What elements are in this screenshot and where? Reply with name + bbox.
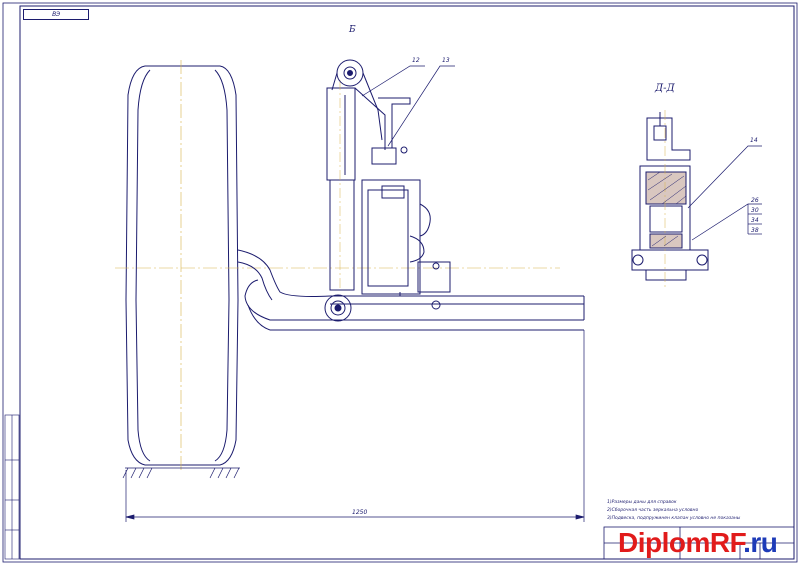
callout-14: 14 xyxy=(750,137,758,144)
wheel xyxy=(125,65,239,466)
callout-34: 34 xyxy=(751,217,759,224)
ground-hatch xyxy=(122,467,240,479)
callout-38: 38 xyxy=(751,227,759,234)
note-line-1: 1)Размеры даны для справок xyxy=(607,500,677,505)
note-line-2: 2)Сборочная часть зеркальна условно xyxy=(607,508,699,513)
section-d-d-label: Д-Д xyxy=(655,83,675,94)
note-line-3: 3)Подвеска, подпружинен клапан условно н… xyxy=(607,516,741,521)
drawing-frame xyxy=(19,5,795,560)
dimension-1250 xyxy=(125,330,585,522)
title-block xyxy=(603,526,795,560)
callout-30: 30 xyxy=(751,207,759,214)
watermark-part-1: Diplom xyxy=(618,527,710,558)
dimension-value: 1250 xyxy=(352,509,368,516)
roller-bottom xyxy=(324,294,352,322)
bracket-assembly xyxy=(361,97,451,310)
vertical-post xyxy=(326,80,356,291)
section-d-d xyxy=(631,110,709,290)
leader-lines xyxy=(361,65,762,241)
view-b-label: Б xyxy=(349,25,356,35)
watermark-part-2: RF xyxy=(709,527,744,558)
diplomrf-watermark: DiplomRF.ru xyxy=(618,527,778,559)
watermark-part-3: .ru xyxy=(743,527,778,558)
drawing-number-stamp: ВЭ 00.00.00.00.00.ГАРАЖ xyxy=(23,9,89,20)
lift-arm xyxy=(237,249,585,331)
side-stamp-strip xyxy=(4,414,20,560)
callout-26: 26 xyxy=(751,197,759,204)
section-hatch xyxy=(647,171,687,247)
callout-13: 13 xyxy=(442,57,450,64)
callout-12: 12 xyxy=(412,57,420,64)
pulley-top xyxy=(331,59,386,150)
